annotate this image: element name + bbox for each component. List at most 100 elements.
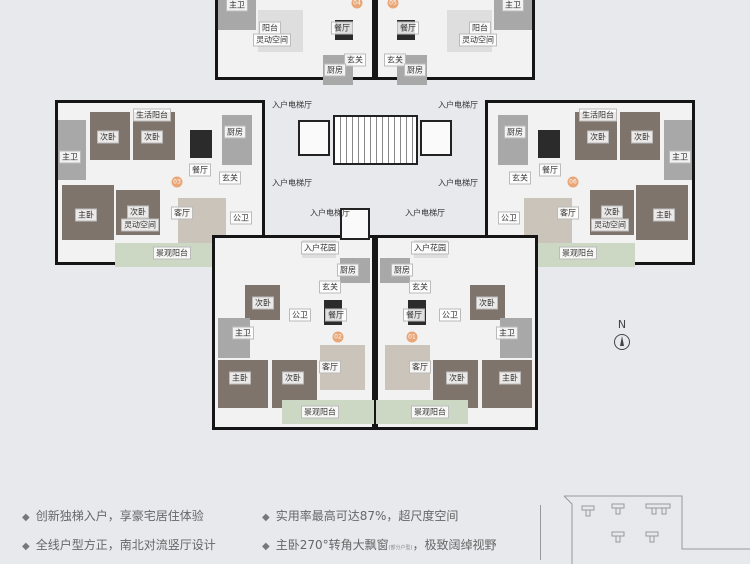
- room-label-flex-space: 灵动空间: [121, 218, 159, 232]
- building-icon: [645, 531, 659, 543]
- room-label-living: 客厅: [557, 206, 579, 220]
- room-label-bedroom-a: 次卧: [252, 296, 274, 310]
- room-label-foyer: 玄关: [219, 171, 241, 185]
- room-label-entry-garden: 入户花园: [301, 241, 339, 255]
- elevator-lobby-label: 入户电梯厅: [272, 178, 312, 188]
- building-icon: [611, 503, 625, 515]
- room-label-view-balcony: 景观阳台: [153, 246, 191, 260]
- room-label-flex-space: 灵动空间: [253, 33, 291, 47]
- bullet-icon: ◆: [22, 512, 30, 523]
- room-label-master-bath: 主卫: [226, 0, 248, 12]
- bathroom: [664, 120, 692, 180]
- unit-number-badge: 05: [387, 0, 399, 9]
- feature-3: ◆ 实用率最高可达87%，超尺度空间: [262, 507, 458, 524]
- feature-text: ，极致阔绰视野: [412, 538, 497, 552]
- room-label-master-bedroom: 主卧: [75, 208, 97, 222]
- feature-2: ◆ 全线户型方正，南北对流竖厅设计: [22, 536, 216, 553]
- room-label-master-bath: 主卫: [669, 150, 691, 164]
- room-label-public-bath: 公卫: [439, 308, 461, 322]
- room-label-living: 客厅: [171, 206, 193, 220]
- room-label-master-bedroom: 主卧: [499, 371, 521, 385]
- room-label-bedroom-a: 次卧: [97, 130, 119, 144]
- feature-text: 主卧270°转角大飘窗: [275, 538, 389, 552]
- staircase: [333, 115, 418, 165]
- room-label-dining: 餐厅: [403, 308, 425, 322]
- building-icon: [581, 505, 595, 517]
- room-label-kitchen: 厨房: [224, 125, 246, 139]
- room-label-master-bedroom: 主卧: [653, 208, 675, 222]
- room-label-view-balcony: 景观阳台: [301, 405, 339, 419]
- elevator: [340, 208, 370, 240]
- room-label-master-bath: 主卫: [59, 150, 81, 164]
- feature-note: (部分户型): [388, 545, 413, 551]
- feature-1: ◆ 创新独梯入户，享豪宅居住体验: [22, 507, 204, 524]
- room-label-public-bath: 公卫: [498, 211, 520, 225]
- room-label-dining: 餐厅: [397, 21, 419, 35]
- room-label-master-bath: 主卫: [502, 0, 524, 12]
- room-label-kitchen: 厨房: [391, 263, 413, 277]
- unit-number-badge: 03: [171, 176, 183, 188]
- room-label-master-bedroom: 主卧: [229, 371, 251, 385]
- elevator: [298, 120, 330, 156]
- room-label-bedroom-c: 次卧: [127, 205, 149, 219]
- bullet-icon: ◆: [262, 512, 270, 523]
- feature-text: 全线户型方正，南北对流竖厅设计: [35, 538, 216, 552]
- room-label-dining: 餐厅: [325, 308, 347, 322]
- room-label-foyer: 玄关: [409, 280, 431, 294]
- elevator-lobby-label: 入户电梯厅: [310, 208, 350, 218]
- room-label-foyer: 玄关: [509, 171, 531, 185]
- room-label-flex-space: 灵动空间: [459, 33, 497, 47]
- room-label-view-balcony: 景观阳台: [559, 246, 597, 260]
- room-label-public-bath: 公卫: [289, 308, 311, 322]
- room-label-foyer: 玄关: [384, 53, 406, 67]
- bullet-icon: ◆: [22, 541, 30, 552]
- compass-icon: [614, 334, 630, 350]
- room-label-kitchen: 厨房: [404, 63, 426, 77]
- room-label-bedroom-a: 次卧: [476, 296, 498, 310]
- room-label-life-balcony: 生活阳台: [579, 108, 617, 122]
- elevator-lobby-label: 入户电梯厅: [405, 208, 445, 218]
- elevator-lobby-label: 入户电梯厅: [272, 100, 312, 110]
- room-label-bedroom-b: 次卧: [446, 371, 468, 385]
- elevator-lobby-label: 入户电梯厅: [438, 178, 478, 188]
- dining-table: [538, 130, 560, 158]
- unit-number-badge: 02: [332, 331, 344, 343]
- elevator: [420, 120, 452, 156]
- north-compass: N: [610, 318, 634, 350]
- room-label-kitchen: 厨房: [324, 63, 346, 77]
- room-label-kitchen: 厨房: [504, 125, 526, 139]
- room-label-bedroom-b: 次卧: [282, 371, 304, 385]
- divider: [540, 505, 541, 560]
- room-label-bedroom-b: 次卧: [141, 130, 163, 144]
- kitchen: [222, 115, 252, 165]
- room-label-balcony: 阳台: [259, 21, 281, 35]
- elevator-lobby-label: 入户电梯厅: [438, 100, 478, 110]
- room-label-life-balcony: 生活阳台: [133, 108, 171, 122]
- building-icon: [645, 503, 671, 515]
- kitchen: [498, 115, 528, 165]
- feature-text: 创新独梯入户，享豪宅居住体验: [35, 509, 204, 523]
- feature-4: ◆ 主卧270°转角大飘窗(部分户型)，极致阔绰视野: [262, 536, 497, 553]
- room-label-foyer: 玄关: [319, 280, 341, 294]
- unit-number-badge: 06: [567, 176, 579, 188]
- feature-text: 实用率最高可达87%，超尺度空间: [275, 509, 459, 523]
- room-label-flex-space: 灵动空间: [591, 218, 629, 232]
- room-label-dining: 餐厅: [189, 163, 211, 177]
- room-label-entry-garden: 入户花园: [411, 241, 449, 255]
- unit-number-badge: 04: [351, 0, 363, 9]
- room-label-dining: 餐厅: [331, 21, 353, 35]
- room-label-view-balcony: 景观阳台: [411, 405, 449, 419]
- room-label-master-bath: 主卫: [496, 326, 518, 340]
- site-plan-thumbnail: [563, 495, 750, 564]
- room-label-bedroom-b: 次卧: [587, 130, 609, 144]
- room-label-dining: 餐厅: [539, 163, 561, 177]
- dining-table: [190, 130, 212, 158]
- room-label-public-bath: 公卫: [230, 211, 252, 225]
- room-label-master-bath: 主卫: [232, 326, 254, 340]
- room-label-foyer: 玄关: [344, 53, 366, 67]
- unit-number-badge: 01: [406, 331, 418, 343]
- room-label-bedroom-c: 次卧: [601, 205, 623, 219]
- room-label-living: 客厅: [409, 360, 431, 374]
- bullet-icon: ◆: [262, 541, 270, 552]
